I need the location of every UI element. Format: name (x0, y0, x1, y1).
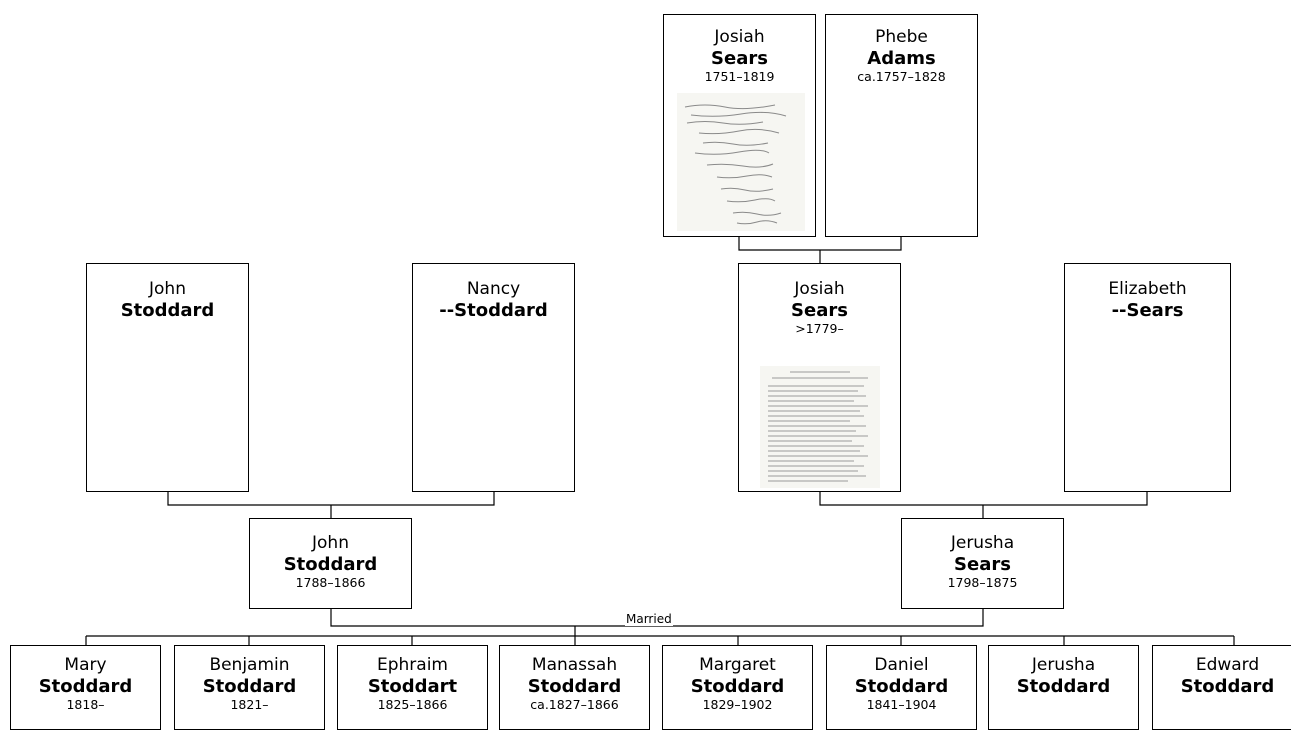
person-card-elizabeth-sears[interactable]: Elizabeth --Sears (1064, 263, 1231, 492)
surname: --Stoddard (439, 300, 548, 321)
document-thumbnail[interactable] (677, 93, 805, 231)
life-dates: ca.1827–1866 (530, 697, 619, 712)
given-name: Daniel (874, 655, 929, 675)
surname: Stoddard (120, 300, 215, 321)
given-name: Josiah (714, 27, 765, 47)
person-card-jerusha-sears[interactable]: Jerusha Sears 1798–1875 (901, 518, 1064, 609)
document-thumbnail[interactable] (760, 366, 880, 488)
given-name: Phebe (875, 27, 928, 47)
surname: Stoddart (367, 676, 458, 697)
person-card-josiah-sears-1751[interactable]: Josiah Sears 1751–1819 (663, 14, 816, 237)
person-card-john-stoddard-sr[interactable]: John Stoddard (86, 263, 249, 492)
life-dates: 1818– (66, 697, 105, 712)
life-dates: ca.1757–1828 (857, 69, 946, 84)
marriage-label: Married (625, 612, 673, 626)
person-card-nancy-stoddard[interactable]: Nancy --Stoddard (412, 263, 575, 492)
person-card-phebe-adams[interactable]: Phebe Adams ca.1757–1828 (825, 14, 978, 237)
surname: Stoddard (1180, 676, 1275, 697)
child-card[interactable]: Ephraim Stoddart 1825–1866 (337, 645, 488, 730)
given-name: Jerusha (950, 533, 1015, 553)
life-dates: 1788–1866 (295, 575, 366, 590)
child-card[interactable]: Margaret Stoddard 1829–1902 (662, 645, 813, 730)
given-name: John (149, 279, 186, 299)
child-card[interactable]: Edward Stoddard (1152, 645, 1291, 730)
surname: Stoddard (283, 554, 378, 575)
given-name: Manassah (531, 655, 618, 675)
surname: Sears (791, 300, 848, 321)
surname: Sears (711, 48, 768, 69)
surname: Stoddard (527, 676, 622, 697)
child-card[interactable]: Mary Stoddard 1818– (10, 645, 161, 730)
given-name: Josiah (794, 279, 845, 299)
given-name: Jerusha (1031, 655, 1096, 675)
life-dates: 1751–1819 (704, 69, 775, 84)
life-dates: 1821– (230, 697, 269, 712)
surname: Adams (867, 48, 936, 69)
surname: Sears (954, 554, 1011, 575)
life-dates: 1825–1866 (377, 697, 448, 712)
surname: --Sears (1111, 300, 1184, 321)
given-name: Ephraim (377, 655, 448, 675)
surname: Stoddard (854, 676, 949, 697)
child-card[interactable]: Daniel Stoddard 1841–1904 (826, 645, 977, 730)
life-dates: 1829–1902 (702, 697, 773, 712)
given-name: Nancy (466, 279, 521, 299)
given-name: John (312, 533, 349, 553)
person-card-john-stoddard-1788[interactable]: John Stoddard 1788–1866 (249, 518, 412, 609)
surname: Stoddard (202, 676, 297, 697)
given-name: Elizabeth (1108, 279, 1187, 299)
surname: Stoddard (690, 676, 785, 697)
child-card[interactable]: Benjamin Stoddard 1821– (174, 645, 325, 730)
given-name: Edward (1195, 655, 1260, 675)
life-dates: >1779– (795, 321, 844, 336)
given-name: Margaret (699, 655, 776, 675)
given-name: Mary (64, 655, 107, 675)
person-card-josiah-sears-1779[interactable]: Josiah Sears >1779– (738, 263, 901, 492)
life-dates: 1841–1904 (866, 697, 937, 712)
given-name: Benjamin (209, 655, 290, 675)
child-card[interactable]: Manassah Stoddard ca.1827–1866 (499, 645, 650, 730)
life-dates: 1798–1875 (947, 575, 1018, 590)
surname: Stoddard (1016, 676, 1111, 697)
child-card[interactable]: Jerusha Stoddard (988, 645, 1139, 730)
surname: Stoddard (38, 676, 133, 697)
